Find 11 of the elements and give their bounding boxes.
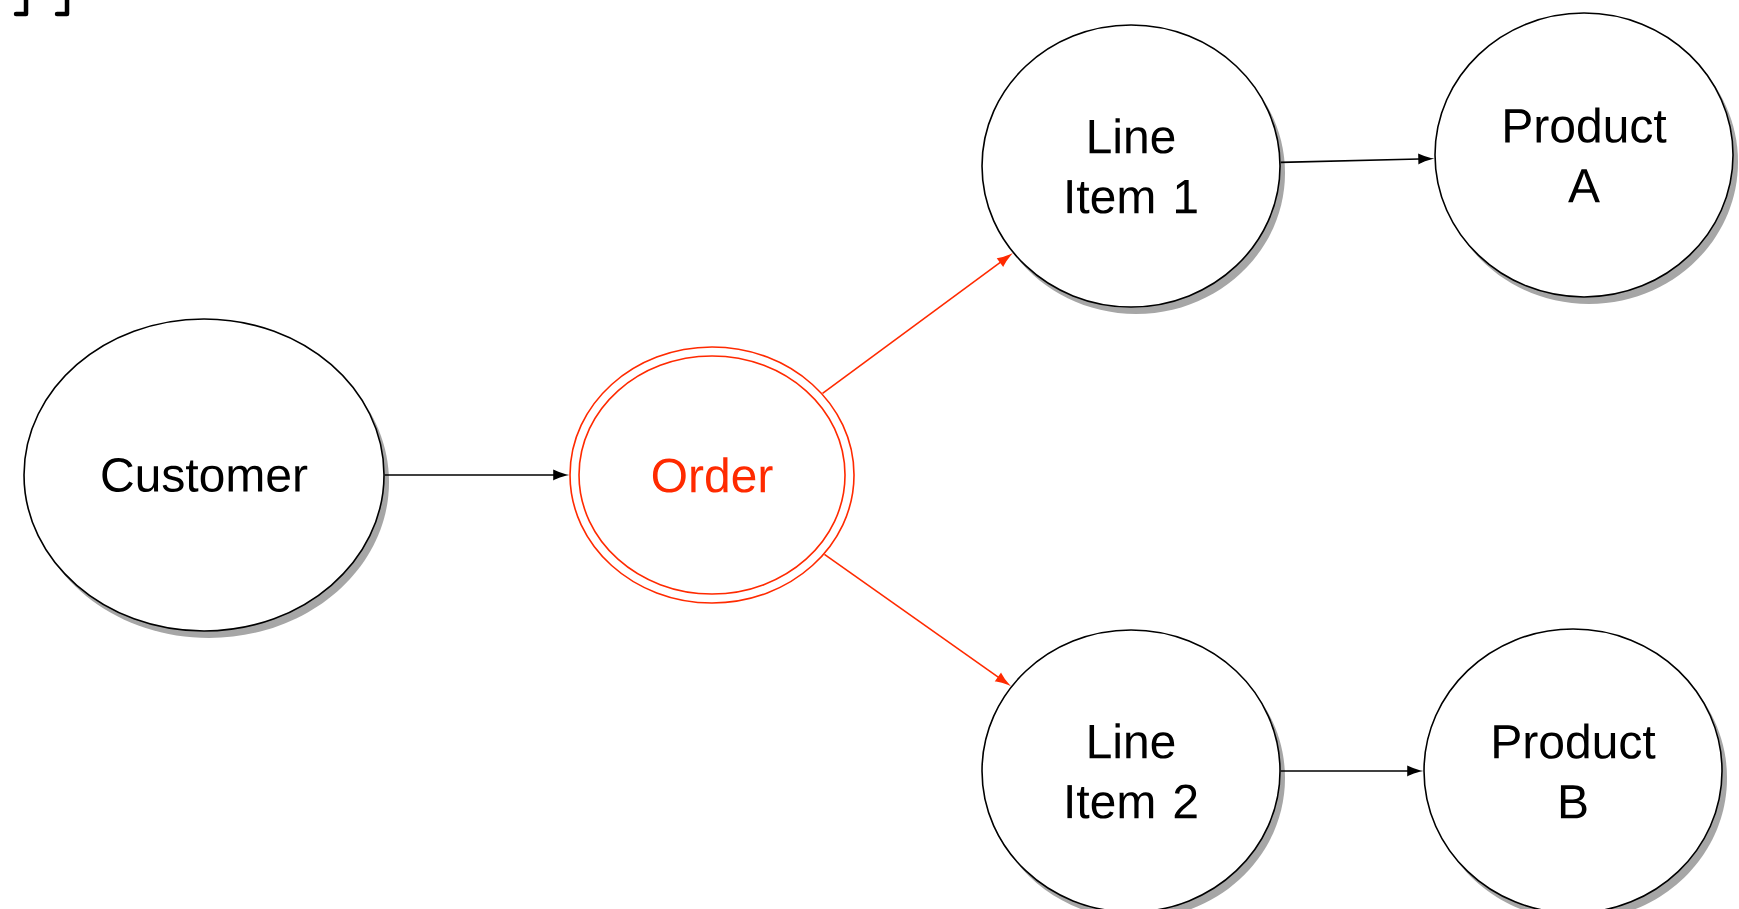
- ellipse-node: Product A: [1434, 12, 1738, 304]
- ellipse-node: Line Item 1: [981, 24, 1285, 314]
- ellipse-node: Line Item 2: [981, 629, 1285, 909]
- ellipse-node: Product B: [1423, 628, 1727, 909]
- arrow: [1279, 154, 1432, 164]
- arrow: [384, 470, 567, 480]
- arrow: [823, 553, 1009, 685]
- node-label: Product B: [1494, 723, 1656, 819]
- arrow: [821, 254, 1011, 395]
- arrow: [1280, 766, 1421, 776]
- ellipse-node: Customer: [23, 318, 389, 638]
